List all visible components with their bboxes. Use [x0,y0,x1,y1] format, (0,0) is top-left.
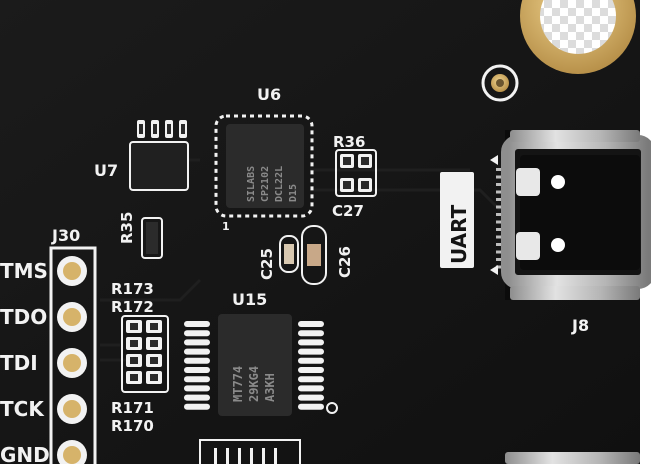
u15-pin [184,357,210,364]
via [481,64,519,102]
resistor-pad-core [150,340,158,347]
u6-marking: SILABS [246,166,257,202]
r36-c27-pads [335,149,377,197]
j8-label: J8 [571,316,589,335]
jtag-pin-label: TDI [0,351,38,375]
c26-label: C26 [336,246,354,278]
u6-marking: DCL22L [274,166,285,202]
u15-pin [184,339,210,346]
u15-pin [298,403,324,410]
uart-label: UART [447,204,471,264]
r170-label: R170 [111,417,154,435]
pin-pad [63,354,81,372]
r35-resistor [141,217,163,259]
u15-pin [184,321,210,327]
c27-label: C27 [332,202,364,220]
jtag-pin-label: TMS [0,259,48,283]
r36-label: R36 [333,133,365,151]
uart-label-box [440,172,474,268]
r35-label: R35 [118,212,136,244]
c26-capacitor [301,225,327,285]
pin-pad [63,446,81,464]
jtag-pin-label: TDO [0,305,47,329]
pin1-marker: 1 [222,220,230,233]
mounting-hole [520,0,636,74]
u15-pin [298,348,324,355]
bottom-connector-edge [505,452,640,464]
u15-pin [298,385,324,392]
u15-pin [298,321,324,327]
u6-marking: D15 [288,184,299,202]
u7-chip [129,120,189,191]
pin-pad [63,308,81,326]
usb-c-connector [490,130,651,300]
via-ring-icon [481,64,519,102]
u15-pin [298,330,324,337]
pin-pad [63,400,81,418]
resistor-array [121,315,169,393]
j30-label: J30 [51,226,80,245]
u6-marking: CP2102 [260,166,271,202]
c25-capacitor [279,235,299,273]
j30-header [49,246,97,464]
u15-pin [298,357,324,364]
u15-pin [184,394,210,401]
u15-pin [184,385,210,392]
bottom-chip-outline [199,439,301,464]
resistor-pad-core [130,357,138,364]
resistor-pad-core [150,323,158,330]
u15-pin [298,339,324,346]
u15-marking: MT774 [231,366,245,402]
u15-pin [298,394,324,401]
u15-pin [298,367,324,373]
u6-chip [214,114,314,218]
resistor-pad-core [150,357,158,364]
u15-pin [298,376,324,383]
jtag-pin-label: TCK [0,397,45,421]
u15-pin [184,403,210,410]
u15-label: U15 [232,290,267,309]
u15-pin [184,367,210,373]
u15-pin [184,348,210,355]
u15-pin [184,376,210,383]
u15-chip [184,314,338,416]
u15-pin [184,330,210,337]
c25-label: C25 [258,248,276,280]
r173-label: R173 [111,280,154,298]
u6-label: U6 [257,85,281,104]
u7-label: U7 [94,161,118,180]
u15-marking: 29KG4 [247,366,261,402]
jtag-pin-label: GND [0,443,50,464]
resistor-pad-core [130,323,138,330]
resistor-pad-core [130,374,138,381]
resistor-pad-core [130,340,138,347]
r172-label: R172 [111,298,154,316]
u15-marking: A3KH [263,373,277,402]
pin-pad [63,262,81,280]
resistor-pad-core [150,374,158,381]
r171-label: R171 [111,399,154,417]
